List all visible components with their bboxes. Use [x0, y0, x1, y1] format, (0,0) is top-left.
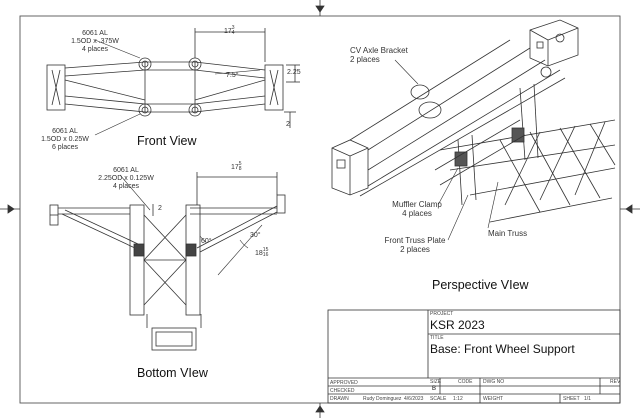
front-dim-length-num: 3 — [231, 25, 235, 31]
front-dim-length-whole: 17 — [224, 27, 232, 35]
tb-drawn-by: Rudy Dominguez — [363, 396, 402, 402]
tb-sheet-label: SHEET — [563, 396, 580, 402]
tb-size-value: B — [432, 386, 437, 392]
bottom-dim-length-num: 5 — [238, 161, 242, 167]
tb-code-label: CODE — [458, 379, 473, 385]
bottom-dim-angle-60: 60° — [201, 238, 212, 245]
label-muffler-line2: 4 places — [402, 209, 432, 218]
front-dim-offset: 2 — [286, 121, 290, 128]
front-callout-top-line2: 1.5OD x .375W — [71, 38, 119, 45]
tb-project-label: PROJECT — [430, 311, 454, 317]
tb-scale-label: SCALE — [430, 396, 447, 402]
title-block-lines — [327, 309, 621, 404]
bottom-view-drawing — [49, 172, 286, 351]
perspective-view-title: Perspective VIew — [432, 278, 529, 292]
bottom-dim-diag-den: 16 — [262, 252, 269, 258]
bottom-dim-length-whole: 17 — [231, 163, 239, 171]
tb-sheet-value: 1/1 — [584, 396, 591, 402]
bottom-dim-length-den: 8 — [238, 166, 242, 172]
front-callout-bottom: 6061 AL 1.5OD x 0.25W 6 places — [30, 128, 100, 152]
tb-project-value: KSR 2023 — [430, 318, 485, 332]
bottom-callout: 6061 AL 2.25OD x 0.125W 4 places — [86, 167, 166, 191]
tb-approved-label: APPROVED — [330, 380, 358, 386]
label-truss-plate-line2: 2 places — [400, 245, 430, 254]
label-cv-line1: CV Axle Bracket — [350, 46, 408, 55]
label-cv-axle-bracket: CV Axle Bracket 2 places — [350, 46, 408, 64]
bottom-callout-line1: 6061 AL — [113, 167, 139, 174]
front-view-drawing — [46, 28, 300, 136]
label-muffler-clamp: Muffler Clamp 4 places — [382, 200, 452, 218]
tb-rev-label: REV — [610, 379, 621, 385]
tb-scale-value: 1:12 — [453, 396, 463, 402]
front-callout-bottom-line2: 1.5OD x 0.25W — [41, 136, 89, 143]
front-dim-length-den: 4 — [231, 30, 235, 36]
front-callout-top-line1: 6061 AL — [82, 30, 108, 37]
tb-title-label: TITLE — [430, 335, 444, 341]
bottom-dim-diag-num: 15 — [262, 247, 269, 253]
tb-drawn-label: DRAWN — [330, 396, 349, 402]
label-cv-line2: 2 places — [350, 55, 380, 64]
label-main-truss: Main Truss — [488, 229, 528, 238]
bottom-view-title: Bottom VIew — [137, 366, 208, 380]
label-truss-plate-line1: Front Truss Plate — [384, 236, 446, 245]
tb-size-label: SIZE — [430, 379, 442, 385]
tb-dwg-label: DWG NO — [483, 379, 505, 385]
tb-drawn-date: 4/6/2023 — [404, 396, 424, 402]
bottom-callout-line3: 4 places — [112, 183, 140, 190]
tb-checked-label: CHECKED — [330, 388, 355, 394]
tb-weight-label: WEIGHT — [483, 396, 503, 402]
front-callout-top-line3: 4 places — [81, 46, 109, 53]
bottom-dim-small: 2 — [158, 205, 162, 212]
front-callout-bottom-line3: 6 places — [51, 144, 79, 151]
bottom-callout-line2: 2.25OD x 0.125W — [98, 175, 154, 182]
tb-title-value: Base: Front Wheel Support — [430, 342, 575, 356]
front-dim-angle: 7.5° — [226, 72, 239, 79]
front-callout-top: 6061 AL 1.5OD x .375W 4 places — [60, 30, 130, 54]
bottom-dim-angle-30: 30° — [250, 232, 261, 239]
front-callout-bottom-line1: 6061 AL — [52, 128, 78, 135]
front-view-title: Front View — [137, 134, 197, 148]
label-muffler-line1: Muffler Clamp — [392, 200, 442, 209]
bottom-dim-diag-whole: 18 — [255, 249, 263, 257]
front-dim-height: 2.25 — [287, 69, 301, 76]
label-front-truss-plate: Front Truss Plate 2 places — [370, 236, 460, 254]
perspective-view-drawing — [331, 19, 616, 241]
